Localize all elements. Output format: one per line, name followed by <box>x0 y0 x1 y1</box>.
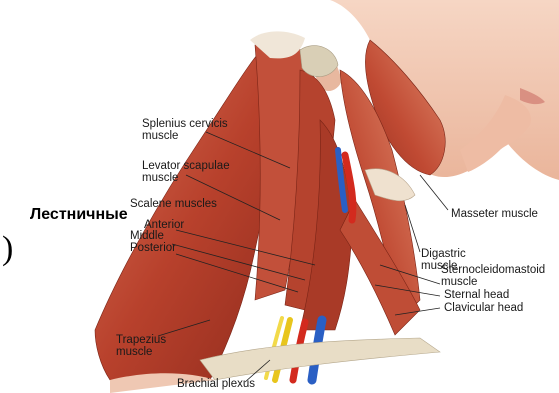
label-splenius-line2: muscle <box>142 130 228 142</box>
label-scm-line2: muscle <box>441 276 545 288</box>
label-clavicular: Clavicular head <box>444 302 523 314</box>
overlay-heading: Лестничные <box>30 206 128 224</box>
label-trapezius-line1: Trapezius <box>116 334 166 346</box>
label-sternal: Sternal head <box>444 289 509 301</box>
label-digastric-line1: Digastric <box>421 248 466 260</box>
label-scalene: Scalene muscles <box>130 198 217 210</box>
label-posterior: Posterior <box>130 242 176 254</box>
label-levator-line2: muscle <box>142 172 230 184</box>
label-splenius: Splenius cervicis muscle <box>142 118 228 142</box>
label-trapezius: Trapezius muscle <box>116 334 166 358</box>
label-scm: Sternocleidomastoid muscle <box>441 264 545 288</box>
label-levator: Levator scapulae muscle <box>142 160 230 184</box>
label-trapezius-line2: muscle <box>116 346 166 358</box>
label-levator-line1: Levator scapulae <box>142 160 230 172</box>
label-scm-line1: Sternocleidomastoid <box>441 264 545 276</box>
mastoid-bone <box>300 46 338 77</box>
label-splenius-line1: Splenius cervicis <box>142 118 228 130</box>
label-brachial: Brachial plexus <box>177 378 255 390</box>
clavicle <box>200 338 440 380</box>
label-middle: Middle <box>130 230 164 242</box>
label-masseter: Masseter muscle <box>451 208 538 220</box>
overlay-paren: ) <box>2 232 13 266</box>
